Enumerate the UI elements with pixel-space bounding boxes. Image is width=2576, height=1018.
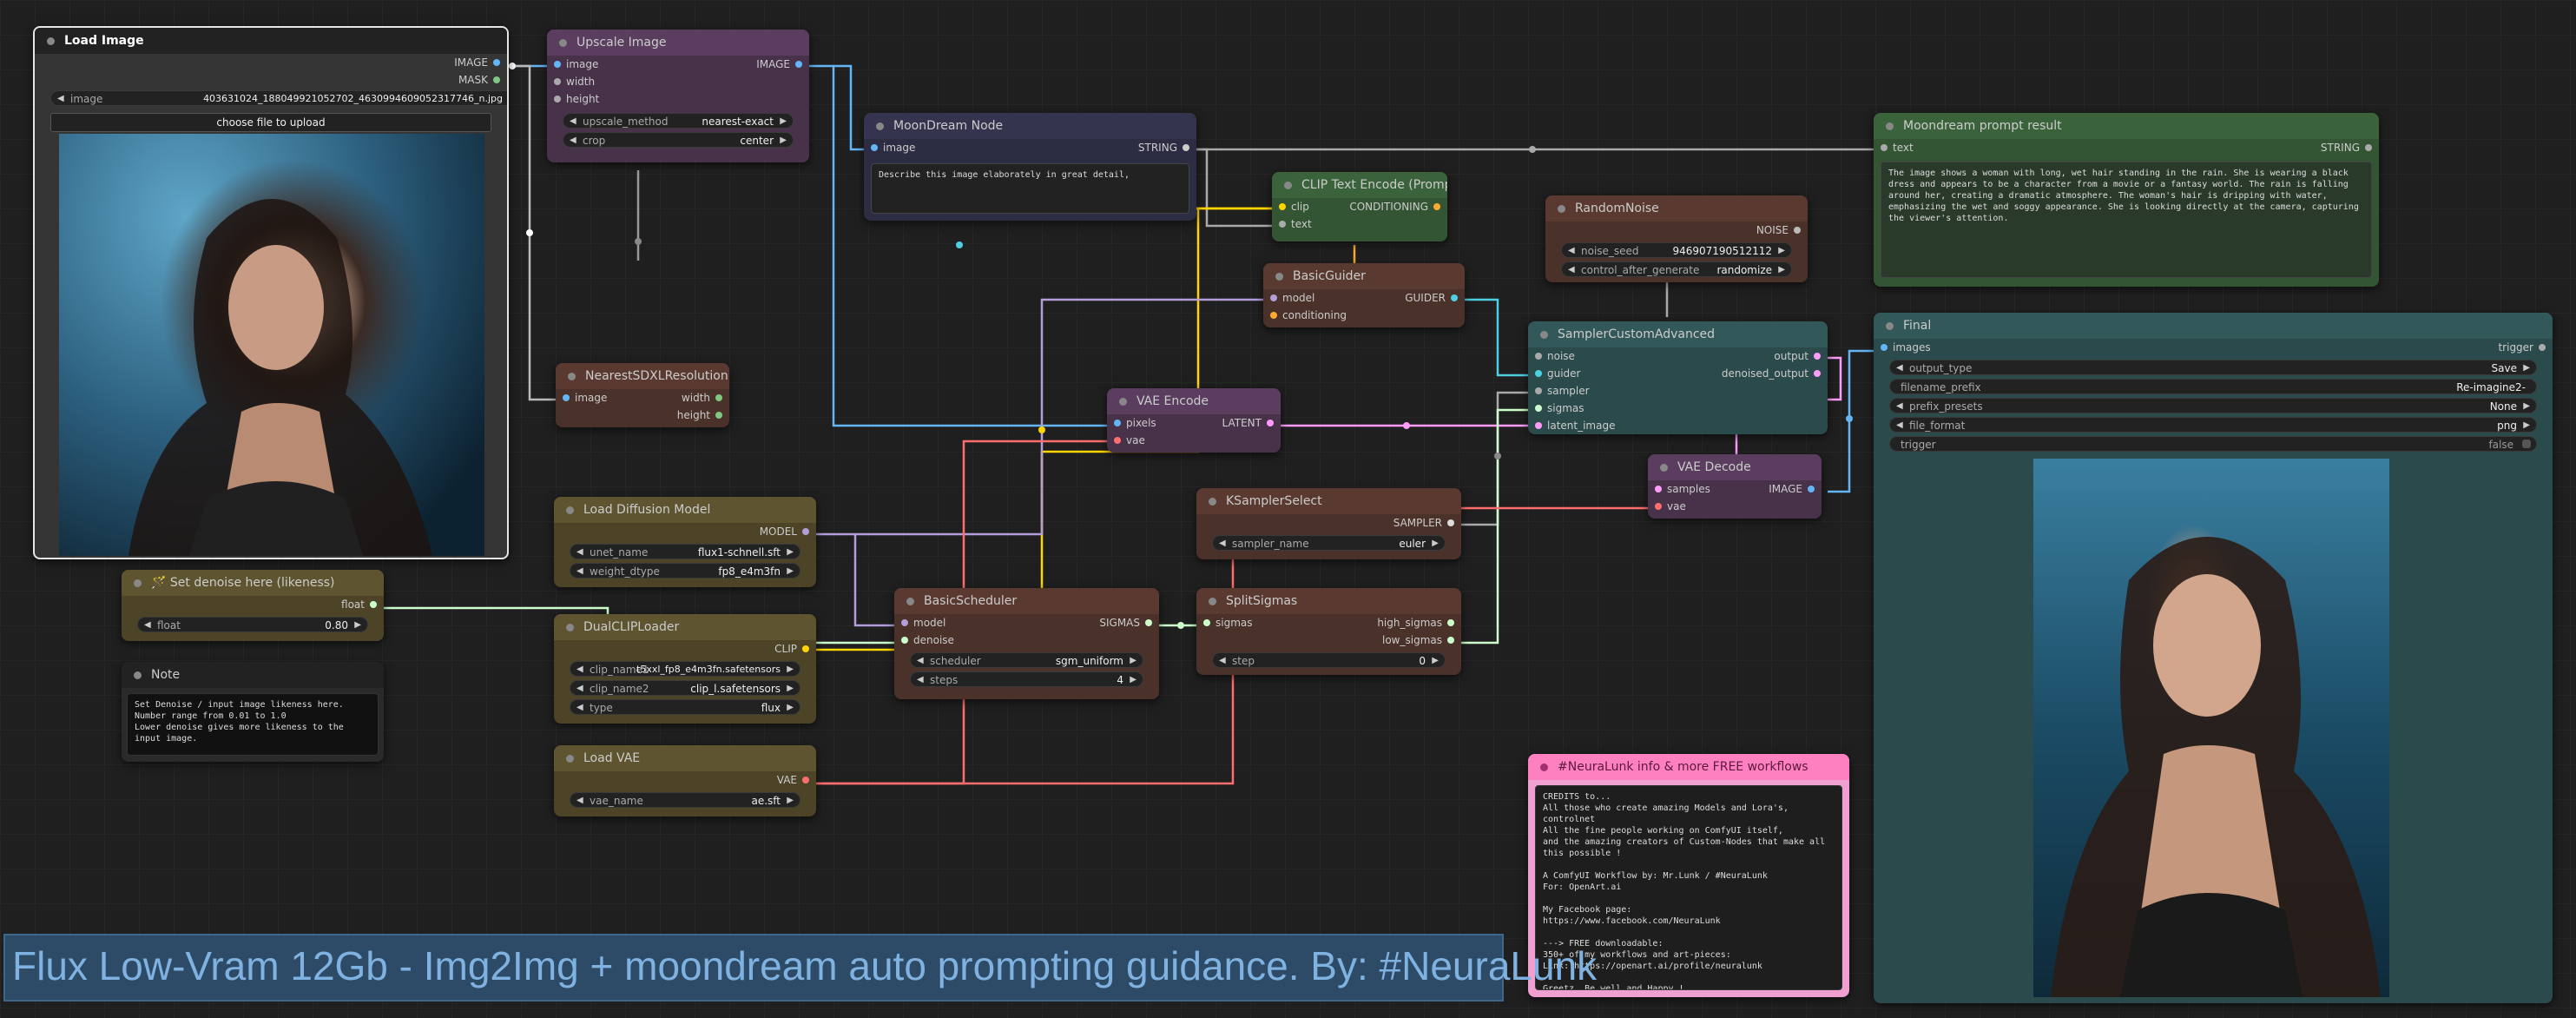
workflow-title-banner: Flux Low-Vram 12Gb - Img2Img + moondream… [3,934,1597,1001]
node-title[interactable]: 🪄 Set denoise here (likeness) [122,570,384,596]
input-height-socket[interactable] [554,96,561,102]
node-title[interactable]: VAE Decode [1648,454,1822,480]
output-mask-label: MASK [458,74,488,86]
node-title[interactable]: NearestSDXLResolution [556,363,729,389]
node-title[interactable]: MoonDream Node [864,113,1196,139]
moondream-prompt-textarea[interactable]: Describe this image elaborately in great… [871,163,1189,214]
node-credits-note[interactable]: #NeuraLunk info & more FREE workflows CR… [1528,754,1849,997]
node-title[interactable]: CLIP Text Encode (Prompt) [1272,172,1447,198]
toggle-knob-icon[interactable] [2522,440,2531,448]
node-title[interactable]: SplitSigmas [1196,588,1461,614]
node-title[interactable]: RandomNoise [1545,195,1808,221]
node-title[interactable]: Upscale Image [547,30,809,56]
node-title[interactable]: KSamplerSelect [1196,488,1461,514]
node-title[interactable]: Load Diffusion Model [554,497,816,523]
node-title[interactable]: Load Image [35,28,507,54]
node-title[interactable]: Load VAE [554,745,816,771]
workflow-title-text: Flux Low-Vram 12Gb - Img2Img + moondream… [12,943,1598,988]
input-image-socket[interactable] [554,61,561,68]
node-title[interactable]: Moondream prompt result [1874,113,2379,139]
node-title[interactable]: DualCLIPLoader [554,614,816,640]
source-image-preview [59,134,484,556]
node-note[interactable]: Note Set Denoise / input image likeness … [122,662,384,762]
note-textarea[interactable]: Set Denoise / input image likeness here.… [127,693,379,756]
node-title[interactable]: VAE Encode [1107,388,1281,414]
node-title[interactable]: BasicGuider [1263,263,1465,289]
upload-button[interactable]: choose file to upload [50,113,491,132]
input-width-socket[interactable] [554,78,561,85]
arrow-left-icon[interactable]: ◀ [57,94,64,103]
woman-silhouette [128,199,432,556]
woman-portrait [2051,537,2381,997]
credits-textarea[interactable]: CREDITS to... All those who create amazi… [1535,785,1842,990]
output-image-socket[interactable] [493,59,500,66]
node-set-denoise[interactable]: 🪄 Set denoise here (likeness) float ◀flo… [122,570,384,641]
node-title[interactable]: #NeuraLunk info & more FREE workflows [1528,754,1849,780]
node-title[interactable]: BasicScheduler [894,588,1159,614]
prompt-result-textarea[interactable]: The image shows a woman with long, wet h… [1881,162,2372,278]
output-mask-socket[interactable] [493,76,500,83]
output-image-label: IMAGE [454,56,488,69]
output-image-socket[interactable] [795,61,802,68]
node-title[interactable]: SamplerCustomAdvanced [1528,321,1828,347]
output-image-preview [2033,459,2389,997]
node-title[interactable]: Final [1874,313,2553,339]
node-title[interactable]: Note [122,662,384,688]
